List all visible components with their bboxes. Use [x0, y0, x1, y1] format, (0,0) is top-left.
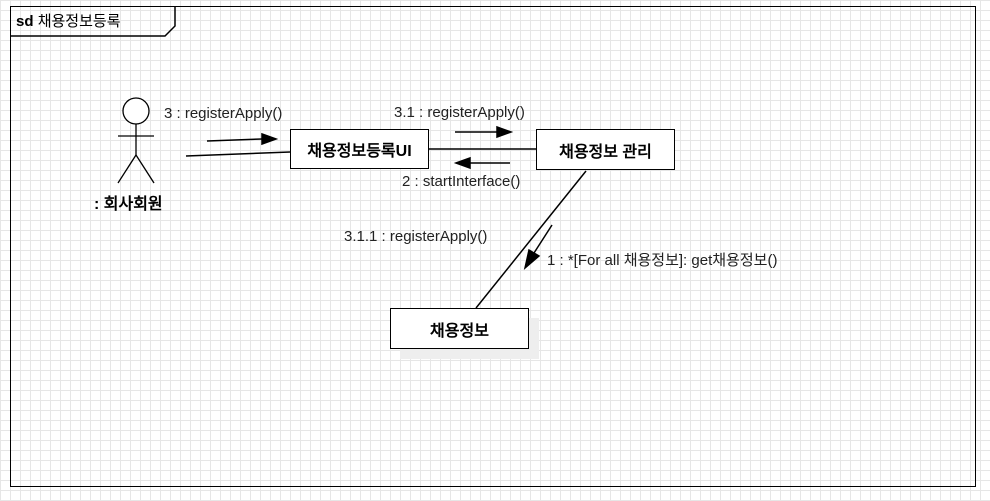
frame-tab-border — [10, 6, 176, 37]
object-entity: 채용정보 — [390, 308, 529, 349]
arrow-m1-head — [523, 248, 541, 271]
arrow-m3 — [206, 138, 263, 142]
arrow-m2-head — [453, 156, 471, 170]
object-manager: 채용정보 관리 — [536, 129, 675, 170]
message-label-m311: 3.1.1 : registerApply() — [344, 228, 488, 245]
message-label-m3: 3 : registerApply() — [164, 105, 283, 122]
arrow-m31-head — [496, 125, 514, 139]
actor-figure — [117, 97, 155, 184]
link-actor-ui — [185, 151, 291, 157]
message-label-m2: 2 : startInterface() — [402, 173, 521, 190]
frame-name: 채용정보등록 — [37, 13, 121, 30]
frame-keyword: sd — [16, 13, 34, 30]
actor-name: : 회사회원 — [94, 196, 163, 213]
arrow-m3-head — [261, 132, 279, 146]
diagram-frame — [10, 6, 976, 487]
frame-title: sd 채용정보등록 — [16, 10, 121, 31]
message-label-m1: 1 : *[For all 채용정보]: get채용정보() — [547, 252, 778, 269]
message-label-m31: 3.1 : registerApply() — [394, 104, 525, 121]
object-ui: 채용정보등록UI — [290, 129, 429, 169]
link-manager-entity — [475, 170, 587, 309]
arrow-m1 — [533, 224, 553, 254]
